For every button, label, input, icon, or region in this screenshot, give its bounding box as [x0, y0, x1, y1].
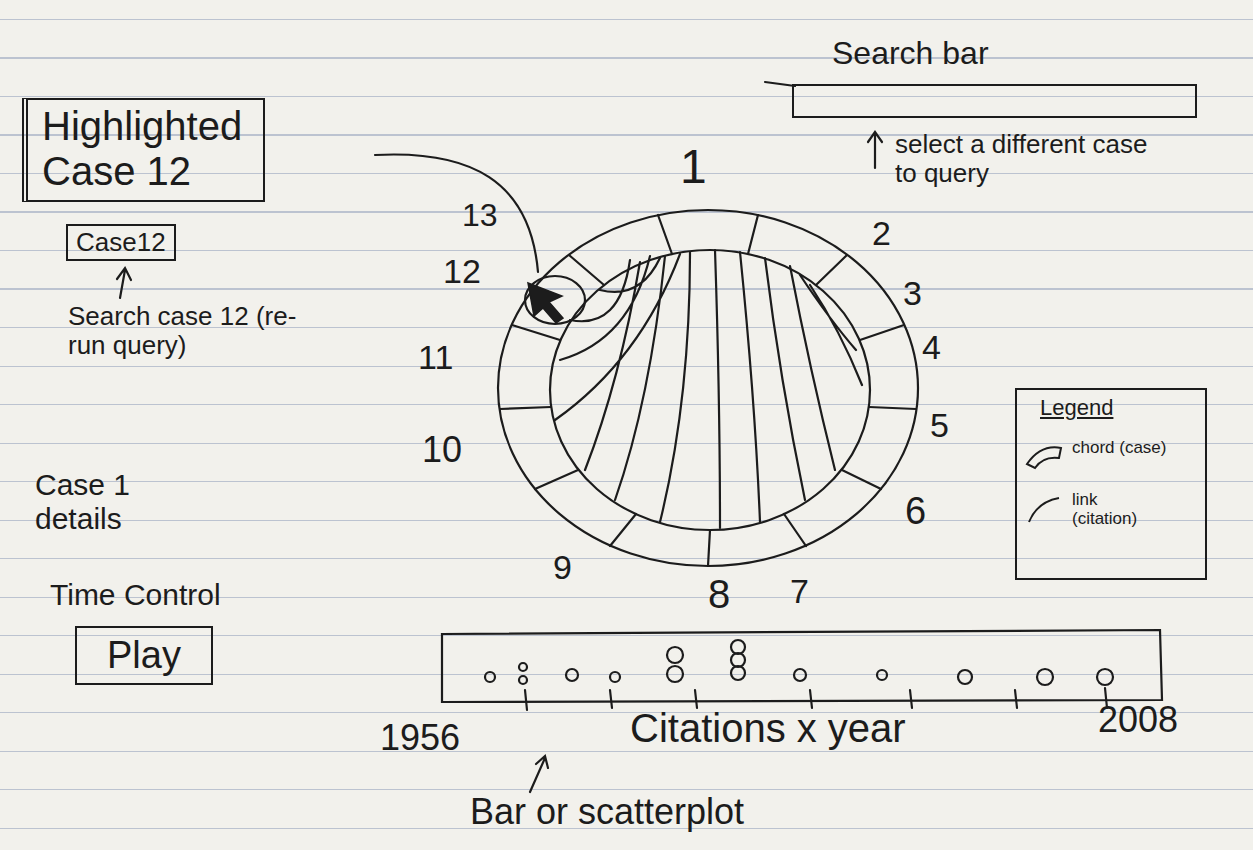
callout-number: 12	[443, 252, 481, 290]
inner-ring	[550, 250, 870, 530]
section-label: Case 1 details	[35, 468, 175, 535]
note-text: select a different case to query	[895, 130, 1155, 188]
segment-dividers	[500, 215, 916, 566]
section-label: Time Control	[50, 578, 221, 612]
callout-number: 1	[680, 140, 707, 194]
callout-number: 6	[905, 490, 926, 533]
callout-number: 4	[922, 328, 941, 366]
point	[566, 669, 578, 681]
axis-label: 2008	[1098, 700, 1178, 740]
axis-label: 1956	[380, 718, 460, 758]
legend-swatch	[1023, 492, 1065, 526]
note-text: Search case 12 (re-run query)	[68, 302, 308, 360]
point	[667, 647, 683, 663]
point	[877, 670, 887, 680]
node-text: Play	[107, 634, 181, 677]
callout-number: 3	[903, 274, 922, 312]
play-button: Play	[75, 626, 213, 685]
timeline-bar	[442, 630, 1162, 702]
callout-number: 8	[708, 572, 730, 617]
callout-number: 2	[872, 214, 891, 252]
node-text: Search bar	[832, 36, 989, 72]
callout-number: 11	[418, 338, 453, 376]
node-text: Case12	[76, 228, 166, 257]
point	[794, 669, 806, 681]
scatter-points	[485, 640, 1113, 685]
cursor-arrow	[528, 283, 563, 323]
search-bar: Search bar	[792, 84, 1197, 118]
point	[958, 670, 972, 684]
legend-swatch	[1023, 440, 1065, 474]
callout-number: 7	[790, 572, 809, 610]
outer-ring	[498, 210, 918, 566]
bar-stroke	[765, 82, 795, 86]
highlight-ring	[525, 276, 585, 324]
point	[519, 663, 527, 671]
point	[610, 672, 620, 682]
point	[1037, 669, 1053, 685]
legend-text: link (citation)	[1072, 490, 1162, 528]
legend-title: Legend	[1040, 396, 1113, 421]
callout-number: 13	[462, 198, 498, 234]
point	[519, 676, 527, 684]
note-text: Bar or scatterplot	[470, 792, 744, 832]
pointer-arrow	[868, 132, 882, 168]
point	[731, 666, 745, 680]
legend-text: chord (case)	[1072, 438, 1192, 457]
point	[485, 672, 495, 682]
highlight-box: Highlighted Case 12	[22, 98, 265, 202]
callout-number: 5	[930, 406, 949, 444]
node-text: Highlighted Case 12	[42, 104, 247, 194]
point	[1097, 669, 1113, 685]
chord-links	[555, 250, 862, 528]
swatch-shape	[1029, 498, 1059, 522]
swatch-shape	[1027, 447, 1061, 468]
callout-number: 10	[422, 430, 462, 470]
axis-title: Citations x year	[630, 706, 906, 751]
pointer-arrow	[117, 268, 131, 298]
point	[667, 666, 683, 682]
pointer-arrow	[530, 756, 548, 792]
callout-number: 9	[553, 548, 572, 586]
query-button: Case12	[66, 224, 176, 261]
